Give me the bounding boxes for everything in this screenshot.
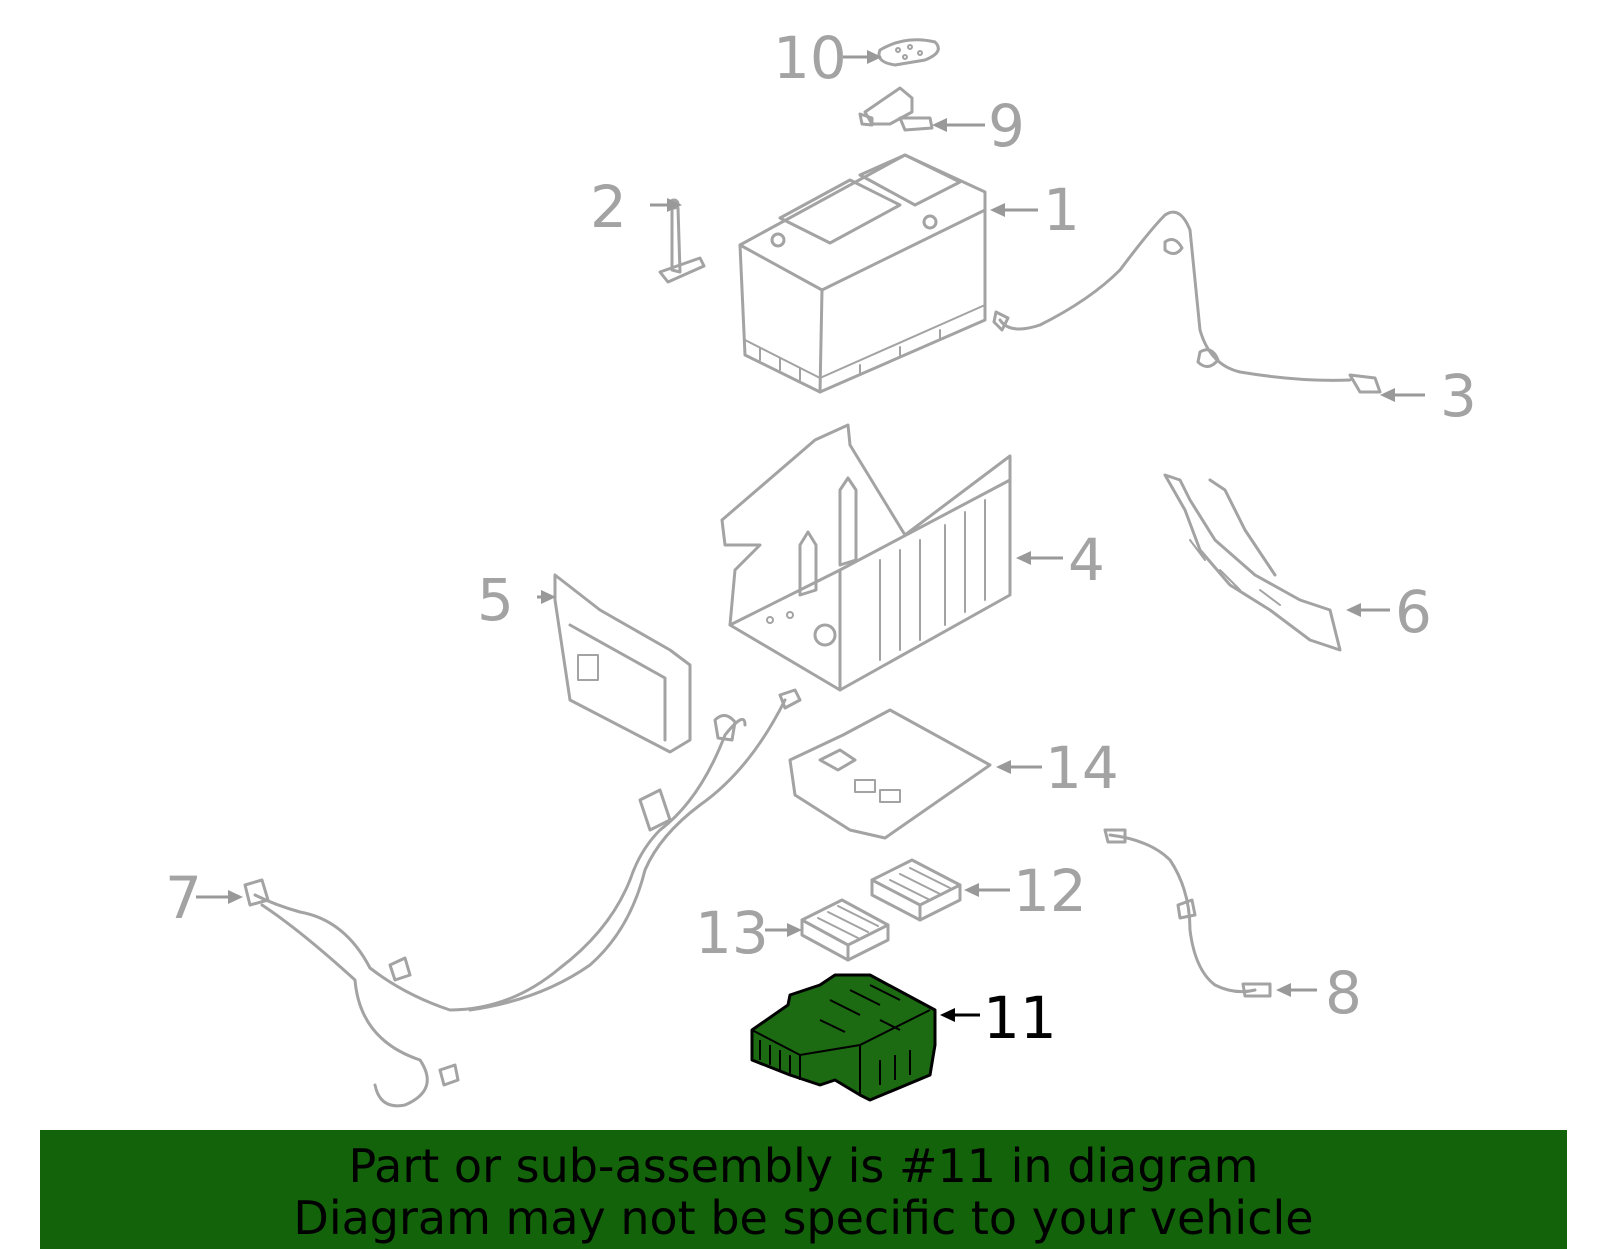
callout-14: 14 — [1045, 734, 1119, 802]
callout-3: 3 — [1440, 362, 1477, 430]
part-6-clip — [1163, 473, 1342, 652]
part-11-junction-box — [750, 973, 937, 1102]
part-5-bracket — [553, 573, 692, 754]
callout-6: 6 — [1395, 578, 1432, 646]
callout-10: 10 — [773, 24, 847, 92]
part-12-fuse-block — [870, 858, 962, 922]
callout-7: 7 — [165, 864, 202, 932]
callout-2: 2 — [590, 173, 627, 241]
part-8-cable — [1103, 828, 1272, 998]
part-1-battery — [738, 153, 987, 394]
part-13-fuse-block — [800, 898, 890, 962]
part-4-tray — [720, 423, 1012, 692]
banner-line-2: Diagram may not be specific to your vehi… — [293, 1191, 1314, 1245]
callout-5: 5 — [477, 566, 514, 634]
leaders — [196, 50, 1425, 1022]
part-2-hold-down — [658, 198, 706, 284]
info-banner: Part or sub-assembly is #11 in diagram D… — [40, 1130, 1567, 1249]
callout-9: 9 — [988, 92, 1025, 160]
part-3-cable — [992, 210, 1382, 394]
callout-11: 11 — [983, 984, 1057, 1052]
callout-1: 1 — [1043, 176, 1080, 244]
part-7-harness — [243, 688, 802, 1108]
callout-13: 13 — [695, 899, 769, 967]
callout-8: 8 — [1325, 959, 1362, 1027]
part-10-cap — [877, 38, 940, 67]
part-9-sensor — [858, 86, 934, 132]
callout-12: 12 — [1013, 857, 1087, 925]
part-14-plate — [788, 708, 992, 840]
callout-4: 4 — [1068, 526, 1105, 594]
banner-line-1: Part or sub-assembly is #11 in diagram — [348, 1139, 1259, 1193]
